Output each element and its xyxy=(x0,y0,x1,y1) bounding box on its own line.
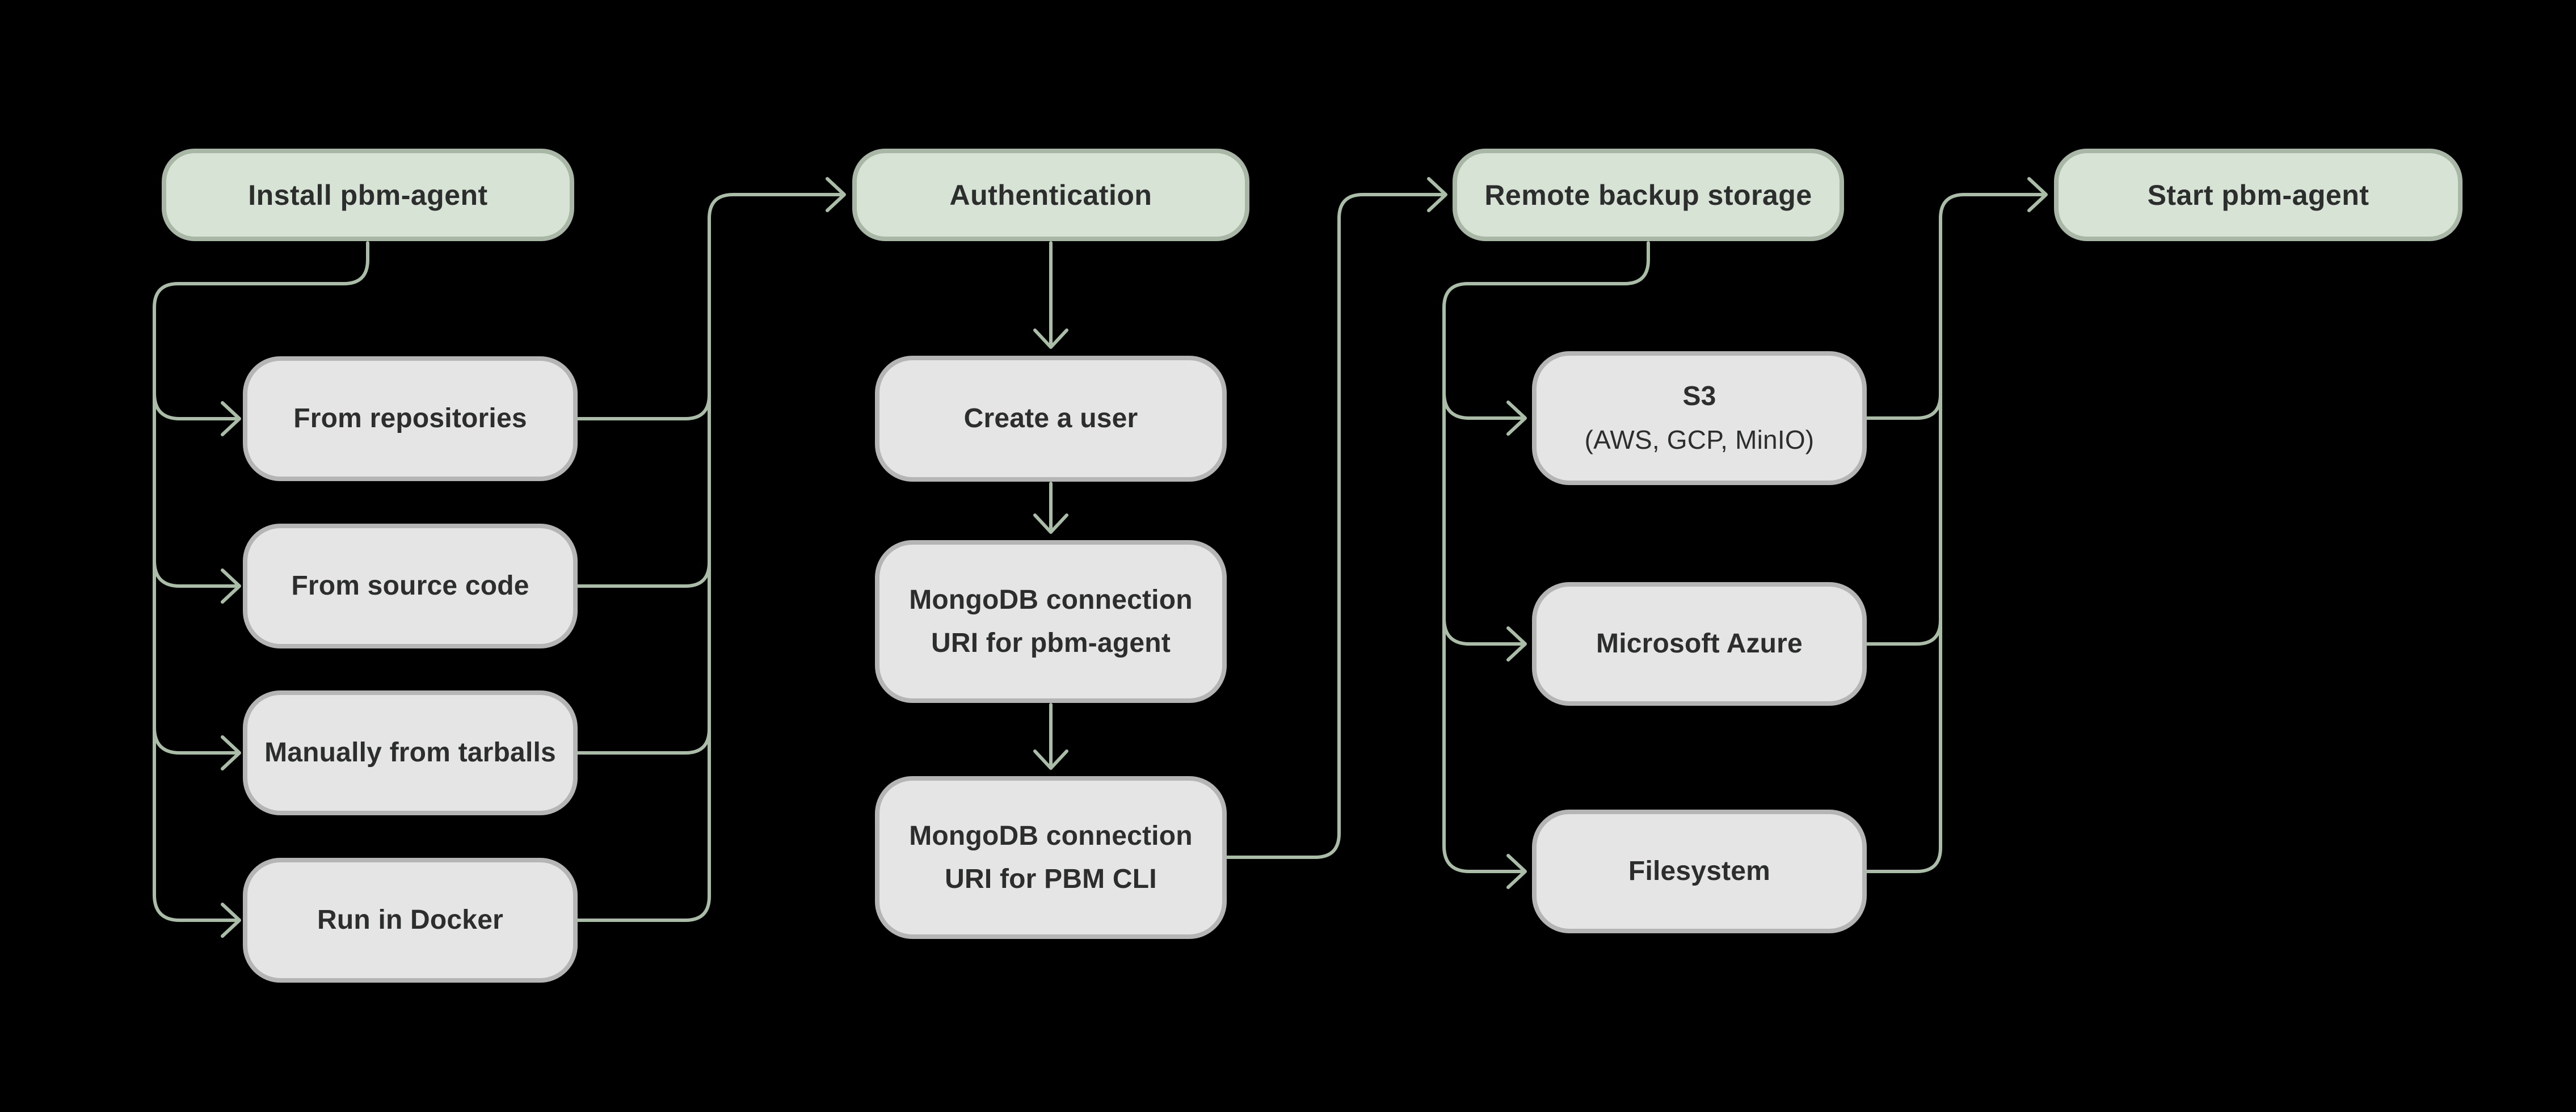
connector-join-s3 xyxy=(1865,393,1942,420)
connector-branch-source-code xyxy=(153,559,241,604)
node-label: Authentication xyxy=(949,179,1152,211)
node-label: Manually from tarballs xyxy=(264,738,556,768)
node-run-in-docker: Run in Docker xyxy=(243,858,578,983)
connector-auth-to-create-user xyxy=(1033,241,1068,349)
node-label: Remote backup storage xyxy=(1484,179,1812,211)
node-label-line1: S3 xyxy=(1682,381,1716,411)
node-label: Microsoft Azure xyxy=(1596,629,1803,659)
node-label: Install pbm-agent xyxy=(248,179,488,211)
connector-create-user-to-uri-agent xyxy=(1033,482,1068,534)
connector-branch-azure xyxy=(1442,617,1527,662)
node-mongodb-uri-pbm-cli: MongoDB connection URI for PBM CLI xyxy=(875,776,1227,939)
node-label: Run in Docker xyxy=(317,905,503,935)
node-mongodb-uri-pbm-agent: MongoDB connection URI for pbm-agent xyxy=(875,540,1227,703)
node-filesystem: Filesystem xyxy=(1532,810,1867,933)
node-from-repositories: From repositories xyxy=(243,356,578,481)
node-label: Create a user xyxy=(963,403,1138,433)
connector-uri-cli-to-remote-storage xyxy=(1225,177,1447,859)
connector-uri-agent-to-uri-cli xyxy=(1033,703,1068,770)
connector-branch-repositories xyxy=(153,391,241,436)
node-label-line2: URI for pbm-agent xyxy=(931,627,1171,658)
node-label-line1: MongoDB connection xyxy=(909,820,1193,851)
node-label-line2: URI for PBM CLI xyxy=(945,864,1157,894)
connector-remote-to-filesystem xyxy=(1442,241,1650,889)
node-label: From repositories xyxy=(293,403,527,433)
node-start-pbm-agent: Start pbm-agent xyxy=(2054,149,2463,241)
node-from-source-code: From source code xyxy=(243,524,578,648)
connector-options-to-authentication xyxy=(576,177,846,922)
node-s3: S3 (AWS, GCP, MinIO) xyxy=(1532,351,1867,485)
node-manually-from-tarballs: Manually from tarballs xyxy=(243,690,578,815)
node-remote-backup-storage: Remote backup storage xyxy=(1453,149,1844,241)
node-label: Start pbm-agent xyxy=(2147,179,2369,211)
connector-join-azure xyxy=(1865,618,1942,646)
node-label-line2: (AWS, GCP, MinIO) xyxy=(1584,425,1815,454)
node-create-a-user: Create a user xyxy=(875,356,1227,482)
node-microsoft-azure: Microsoft Azure xyxy=(1532,582,1867,706)
connector-branch-s3 xyxy=(1442,391,1527,436)
connector-join-tarballs xyxy=(576,727,711,755)
node-label: From source code xyxy=(291,571,529,601)
connector-branch-tarballs xyxy=(153,726,241,770)
connector-join-repositories xyxy=(576,393,711,420)
connector-storages-to-start xyxy=(1865,177,2048,873)
node-install-pbm-agent: Install pbm-agent xyxy=(162,149,574,241)
node-label: Filesystem xyxy=(1628,856,1771,886)
connector-install-to-docker xyxy=(153,241,369,938)
connector-join-source-code xyxy=(576,561,711,588)
node-label-line1: MongoDB connection xyxy=(909,584,1193,615)
node-authentication: Authentication xyxy=(852,149,1249,241)
